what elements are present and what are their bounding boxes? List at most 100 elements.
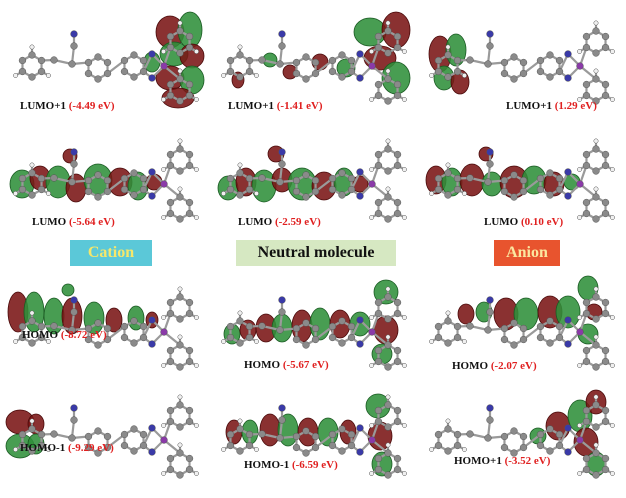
carbon-atom <box>94 319 102 327</box>
carbon-atom <box>166 465 175 474</box>
carbon-atom <box>176 341 184 349</box>
atoms <box>221 286 407 371</box>
carbon-atom <box>347 441 356 450</box>
hydrogen-atom <box>237 310 243 316</box>
carbon-atom <box>245 174 254 183</box>
carbon-atom <box>601 198 610 207</box>
carbon-atom <box>302 427 310 435</box>
hydrogen-atom <box>177 334 183 340</box>
negative-lobe <box>251 169 277 203</box>
hydrogen-atom <box>13 191 18 196</box>
hydrogen-atom <box>462 339 467 344</box>
carbon-atom <box>347 430 356 439</box>
nitrogen-atom <box>486 404 494 412</box>
hydrogen-atom <box>161 423 166 428</box>
orbital-energy: (-1.41 eV) <box>276 100 323 112</box>
carbon-atom <box>592 215 600 223</box>
carbon-atom <box>453 67 462 76</box>
carbon-atom <box>374 43 383 52</box>
neutral-molecule-banner: Neutral molecule <box>236 240 396 266</box>
hydrogen-atom <box>610 167 615 172</box>
atoms <box>221 138 407 223</box>
carbon-atom <box>185 198 194 207</box>
carbon-atom <box>226 430 235 439</box>
carbon-atom <box>166 150 175 159</box>
boron-atom <box>368 436 376 444</box>
nitrogen-atom <box>70 296 78 304</box>
carbon-atom <box>466 174 474 182</box>
carbon-atom <box>50 430 58 438</box>
carbon-atom <box>601 298 610 307</box>
carbon-atom <box>592 49 600 57</box>
hydrogen-atom <box>429 191 434 196</box>
hydrogen-atom <box>46 73 51 78</box>
nitrogen-atom <box>148 424 156 432</box>
orbital-panel-a-lumo1: LUMO+1 (1.29 eV) <box>418 2 626 124</box>
hydrogen-atom <box>577 363 582 368</box>
carbon-atom <box>519 432 528 441</box>
carbon-atom <box>28 51 36 59</box>
hydrogen-atom <box>194 423 199 428</box>
carbon-atom <box>70 308 78 316</box>
carbon-atom <box>185 346 194 355</box>
carbon-atom <box>434 441 443 450</box>
carbon-atom <box>120 441 129 450</box>
hydrogen-atom <box>13 339 18 344</box>
nitrogen-atom <box>486 30 494 38</box>
carbon-atom <box>384 49 392 57</box>
carbon-atom <box>582 298 591 307</box>
carbon-atom <box>130 425 138 433</box>
orbital-panel-a-lumo: LUMO (0.10 eV) <box>418 120 626 242</box>
carbon-atom <box>519 69 528 78</box>
carbon-atom <box>453 430 462 439</box>
carbon-atom <box>245 67 254 76</box>
hydrogen-atom <box>221 447 226 452</box>
carbon-atom <box>466 430 474 438</box>
carbon-atom <box>28 191 36 199</box>
carbon-atom <box>130 317 138 325</box>
positive-lobe <box>65 173 87 203</box>
carbon-atom <box>236 317 244 325</box>
carbon-atom <box>592 97 600 105</box>
carbon-atom <box>555 333 564 342</box>
carbon-atom <box>84 324 93 333</box>
carbon-atom <box>37 333 46 342</box>
carbon-atom <box>176 423 184 431</box>
molecule-orbital-render <box>429 389 615 479</box>
carbon-atom <box>601 150 610 159</box>
carbon-atom <box>453 333 462 342</box>
carbon-atom <box>536 185 545 194</box>
carbon-atom <box>434 185 443 194</box>
carbon-atom <box>519 335 528 344</box>
carbon-atom <box>311 187 320 196</box>
carbon-atom <box>176 293 184 301</box>
carbon-atom <box>519 324 528 333</box>
carbon-atom <box>226 185 235 194</box>
carbon-atom <box>500 58 509 67</box>
nitrogen-atom <box>564 424 572 432</box>
carbon-atom <box>592 363 600 371</box>
carbon-atom <box>592 341 600 349</box>
carbon-atom <box>166 454 175 463</box>
carbon-atom <box>84 443 93 452</box>
carbon-atom <box>18 185 27 194</box>
orbital-energy: (-2.59 eV) <box>274 216 321 228</box>
carbon-atom <box>601 309 610 318</box>
carbon-atom <box>176 215 184 223</box>
carbon-atom <box>510 193 518 201</box>
carbon-atom <box>384 449 392 457</box>
carbon-atom <box>292 58 301 67</box>
hydrogen-atom <box>13 73 18 78</box>
hydrogen-atom <box>402 215 407 220</box>
orbital-label: HOMO (-2.07 eV) <box>452 360 537 372</box>
orbital-energy: (-5.64 eV) <box>68 216 115 228</box>
orbital-energy: (-4.49 eV) <box>68 100 115 112</box>
carbon-atom <box>601 406 610 415</box>
carbon-atom <box>338 339 346 347</box>
carbon-atom <box>601 454 610 463</box>
carbon-atom <box>444 339 452 347</box>
carbon-atom <box>453 56 462 65</box>
nitrogen-atom <box>486 148 494 156</box>
hydrogen-atom <box>385 138 391 144</box>
carbon-atom <box>453 441 462 450</box>
